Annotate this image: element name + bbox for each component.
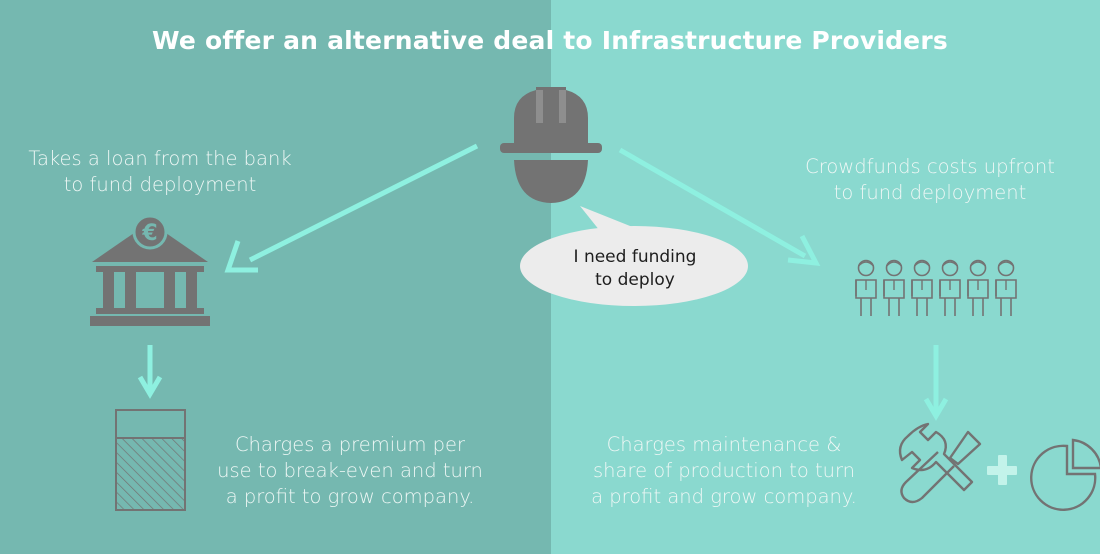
- text-line: a profit and grow company.: [591, 485, 857, 508]
- right-top-text: Crowdfunds costs upfront to fund deploym…: [780, 154, 1080, 206]
- page-title: We offer an alternative deal to Infrastr…: [152, 26, 948, 55]
- hardhat-worker-icon: [500, 87, 602, 203]
- text-line: a profit to grow company.: [225, 485, 475, 508]
- text-line: Takes a loan from the bank: [28, 147, 292, 170]
- tools-icon: [898, 422, 982, 504]
- text-line: to fund deployment: [63, 173, 257, 196]
- text-line: use to break-even and turn: [217, 459, 483, 482]
- arrow-bank-down: [137, 345, 163, 399]
- euro-symbol: €: [141, 221, 157, 246]
- bubble-line: to deploy: [595, 270, 675, 290]
- text-line: Crowdfunds costs upfront: [805, 155, 1055, 178]
- crowd-icon: [855, 259, 1017, 317]
- speech-bubble: [520, 206, 748, 306]
- arrow-to-bank: [224, 143, 479, 273]
- right-bottom-text: Charges maintenance & share of productio…: [574, 432, 874, 510]
- left-top-text: Takes a loan from the bank to fund deplo…: [10, 146, 310, 198]
- text-line: Charges maintenance &: [606, 433, 842, 456]
- text-line: Charges a premium per: [234, 433, 466, 456]
- share-pie-icon: [1030, 438, 1100, 511]
- text-line: share of production to turn: [593, 459, 855, 482]
- plus-icon: [987, 455, 1017, 485]
- left-bottom-text: Charges a premium per use to break-even …: [200, 432, 500, 510]
- arrow-crowd-down: [923, 345, 949, 421]
- bubble-text: I need funding to deploy: [540, 246, 730, 292]
- arrow-to-crowd: [618, 147, 821, 266]
- bubble-line: I need funding: [573, 247, 697, 267]
- left-panel: [0, 0, 551, 554]
- bank-icon: [90, 214, 210, 326]
- fund-jar-icon: [115, 409, 186, 511]
- text-line: to fund deployment: [833, 181, 1027, 204]
